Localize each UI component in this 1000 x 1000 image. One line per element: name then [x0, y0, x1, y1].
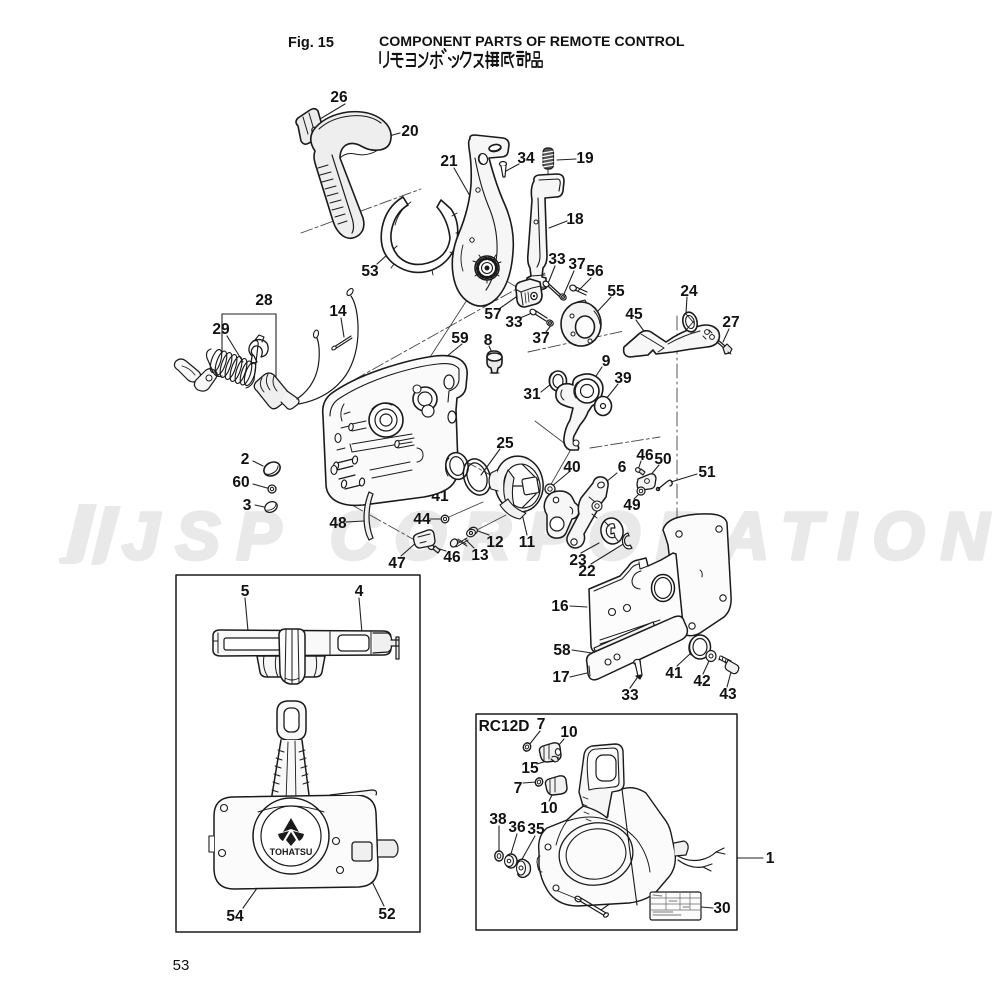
svg-text:3: 3 — [243, 497, 252, 514]
svg-text:TOHATSU: TOHATSU — [270, 847, 313, 857]
svg-text:51: 51 — [698, 464, 716, 481]
svg-text:37: 37 — [532, 330, 549, 347]
svg-text:30: 30 — [713, 900, 730, 917]
svg-text:39: 39 — [614, 370, 632, 387]
svg-text:21: 21 — [440, 153, 458, 170]
svg-text:8: 8 — [484, 332, 493, 349]
svg-text:38: 38 — [489, 811, 507, 828]
svg-text:13: 13 — [471, 547, 489, 564]
svg-text:31: 31 — [523, 386, 541, 403]
svg-text:19: 19 — [576, 150, 594, 167]
svg-text:34: 34 — [517, 150, 535, 167]
svg-text:22: 22 — [578, 563, 595, 580]
svg-text:45: 45 — [625, 306, 643, 323]
svg-text:43: 43 — [719, 686, 737, 703]
svg-text:46: 46 — [443, 549, 461, 566]
svg-text:6: 6 — [618, 459, 627, 476]
svg-text:29: 29 — [212, 321, 230, 338]
svg-text:56: 56 — [586, 263, 604, 280]
svg-text:59: 59 — [451, 330, 469, 347]
svg-text:35: 35 — [527, 821, 545, 838]
svg-text:4: 4 — [355, 583, 364, 600]
svg-text:41: 41 — [665, 665, 683, 682]
svg-text:54: 54 — [226, 908, 244, 925]
svg-text:9: 9 — [602, 353, 611, 370]
svg-text:7: 7 — [537, 716, 546, 733]
svg-text:40: 40 — [563, 459, 580, 476]
svg-text:36: 36 — [508, 819, 526, 836]
svg-text:37: 37 — [568, 256, 585, 273]
svg-text:42: 42 — [693, 673, 710, 690]
svg-text:18: 18 — [566, 211, 584, 228]
svg-text:7: 7 — [514, 780, 523, 797]
svg-text:33: 33 — [505, 314, 523, 331]
svg-text:5: 5 — [241, 583, 250, 600]
svg-text:52: 52 — [378, 906, 395, 923]
svg-text:46: 46 — [636, 447, 654, 464]
svg-text:44: 44 — [413, 511, 431, 528]
svg-text:33: 33 — [621, 687, 639, 704]
svg-text:26: 26 — [330, 89, 348, 106]
svg-text:27: 27 — [722, 314, 739, 331]
svg-text:24: 24 — [680, 283, 698, 300]
svg-text:58: 58 — [553, 642, 571, 659]
svg-text:1: 1 — [766, 850, 775, 867]
svg-text:12: 12 — [486, 534, 503, 551]
svg-text:48: 48 — [329, 515, 347, 532]
svg-text:60: 60 — [232, 474, 249, 491]
svg-text:COMPONENT PARTS OF REMOTE CONT: COMPONENT PARTS OF REMOTE CONTROL — [379, 34, 685, 50]
svg-text:25: 25 — [496, 435, 514, 452]
svg-text:49: 49 — [623, 497, 641, 514]
svg-text:14: 14 — [329, 303, 347, 320]
svg-text:15: 15 — [521, 760, 539, 777]
svg-text:20: 20 — [401, 123, 418, 140]
svg-text:23: 23 — [569, 552, 587, 569]
svg-text:16: 16 — [551, 598, 569, 615]
svg-text:17: 17 — [552, 669, 569, 686]
svg-text:57: 57 — [484, 306, 501, 323]
svg-text:53: 53 — [361, 263, 379, 280]
svg-text:Fig. 15: Fig. 15 — [288, 35, 334, 51]
svg-text:10: 10 — [540, 800, 557, 817]
svg-text:53: 53 — [173, 957, 190, 974]
svg-text:55: 55 — [607, 283, 625, 300]
svg-text:2: 2 — [241, 451, 250, 468]
svg-text:28: 28 — [255, 292, 273, 309]
svg-text:11: 11 — [519, 534, 536, 551]
svg-text:10: 10 — [560, 724, 577, 741]
svg-text:RC12D: RC12D — [479, 718, 530, 735]
svg-text:50: 50 — [654, 451, 671, 468]
svg-text:47: 47 — [388, 555, 405, 572]
svg-text:33: 33 — [548, 251, 566, 268]
